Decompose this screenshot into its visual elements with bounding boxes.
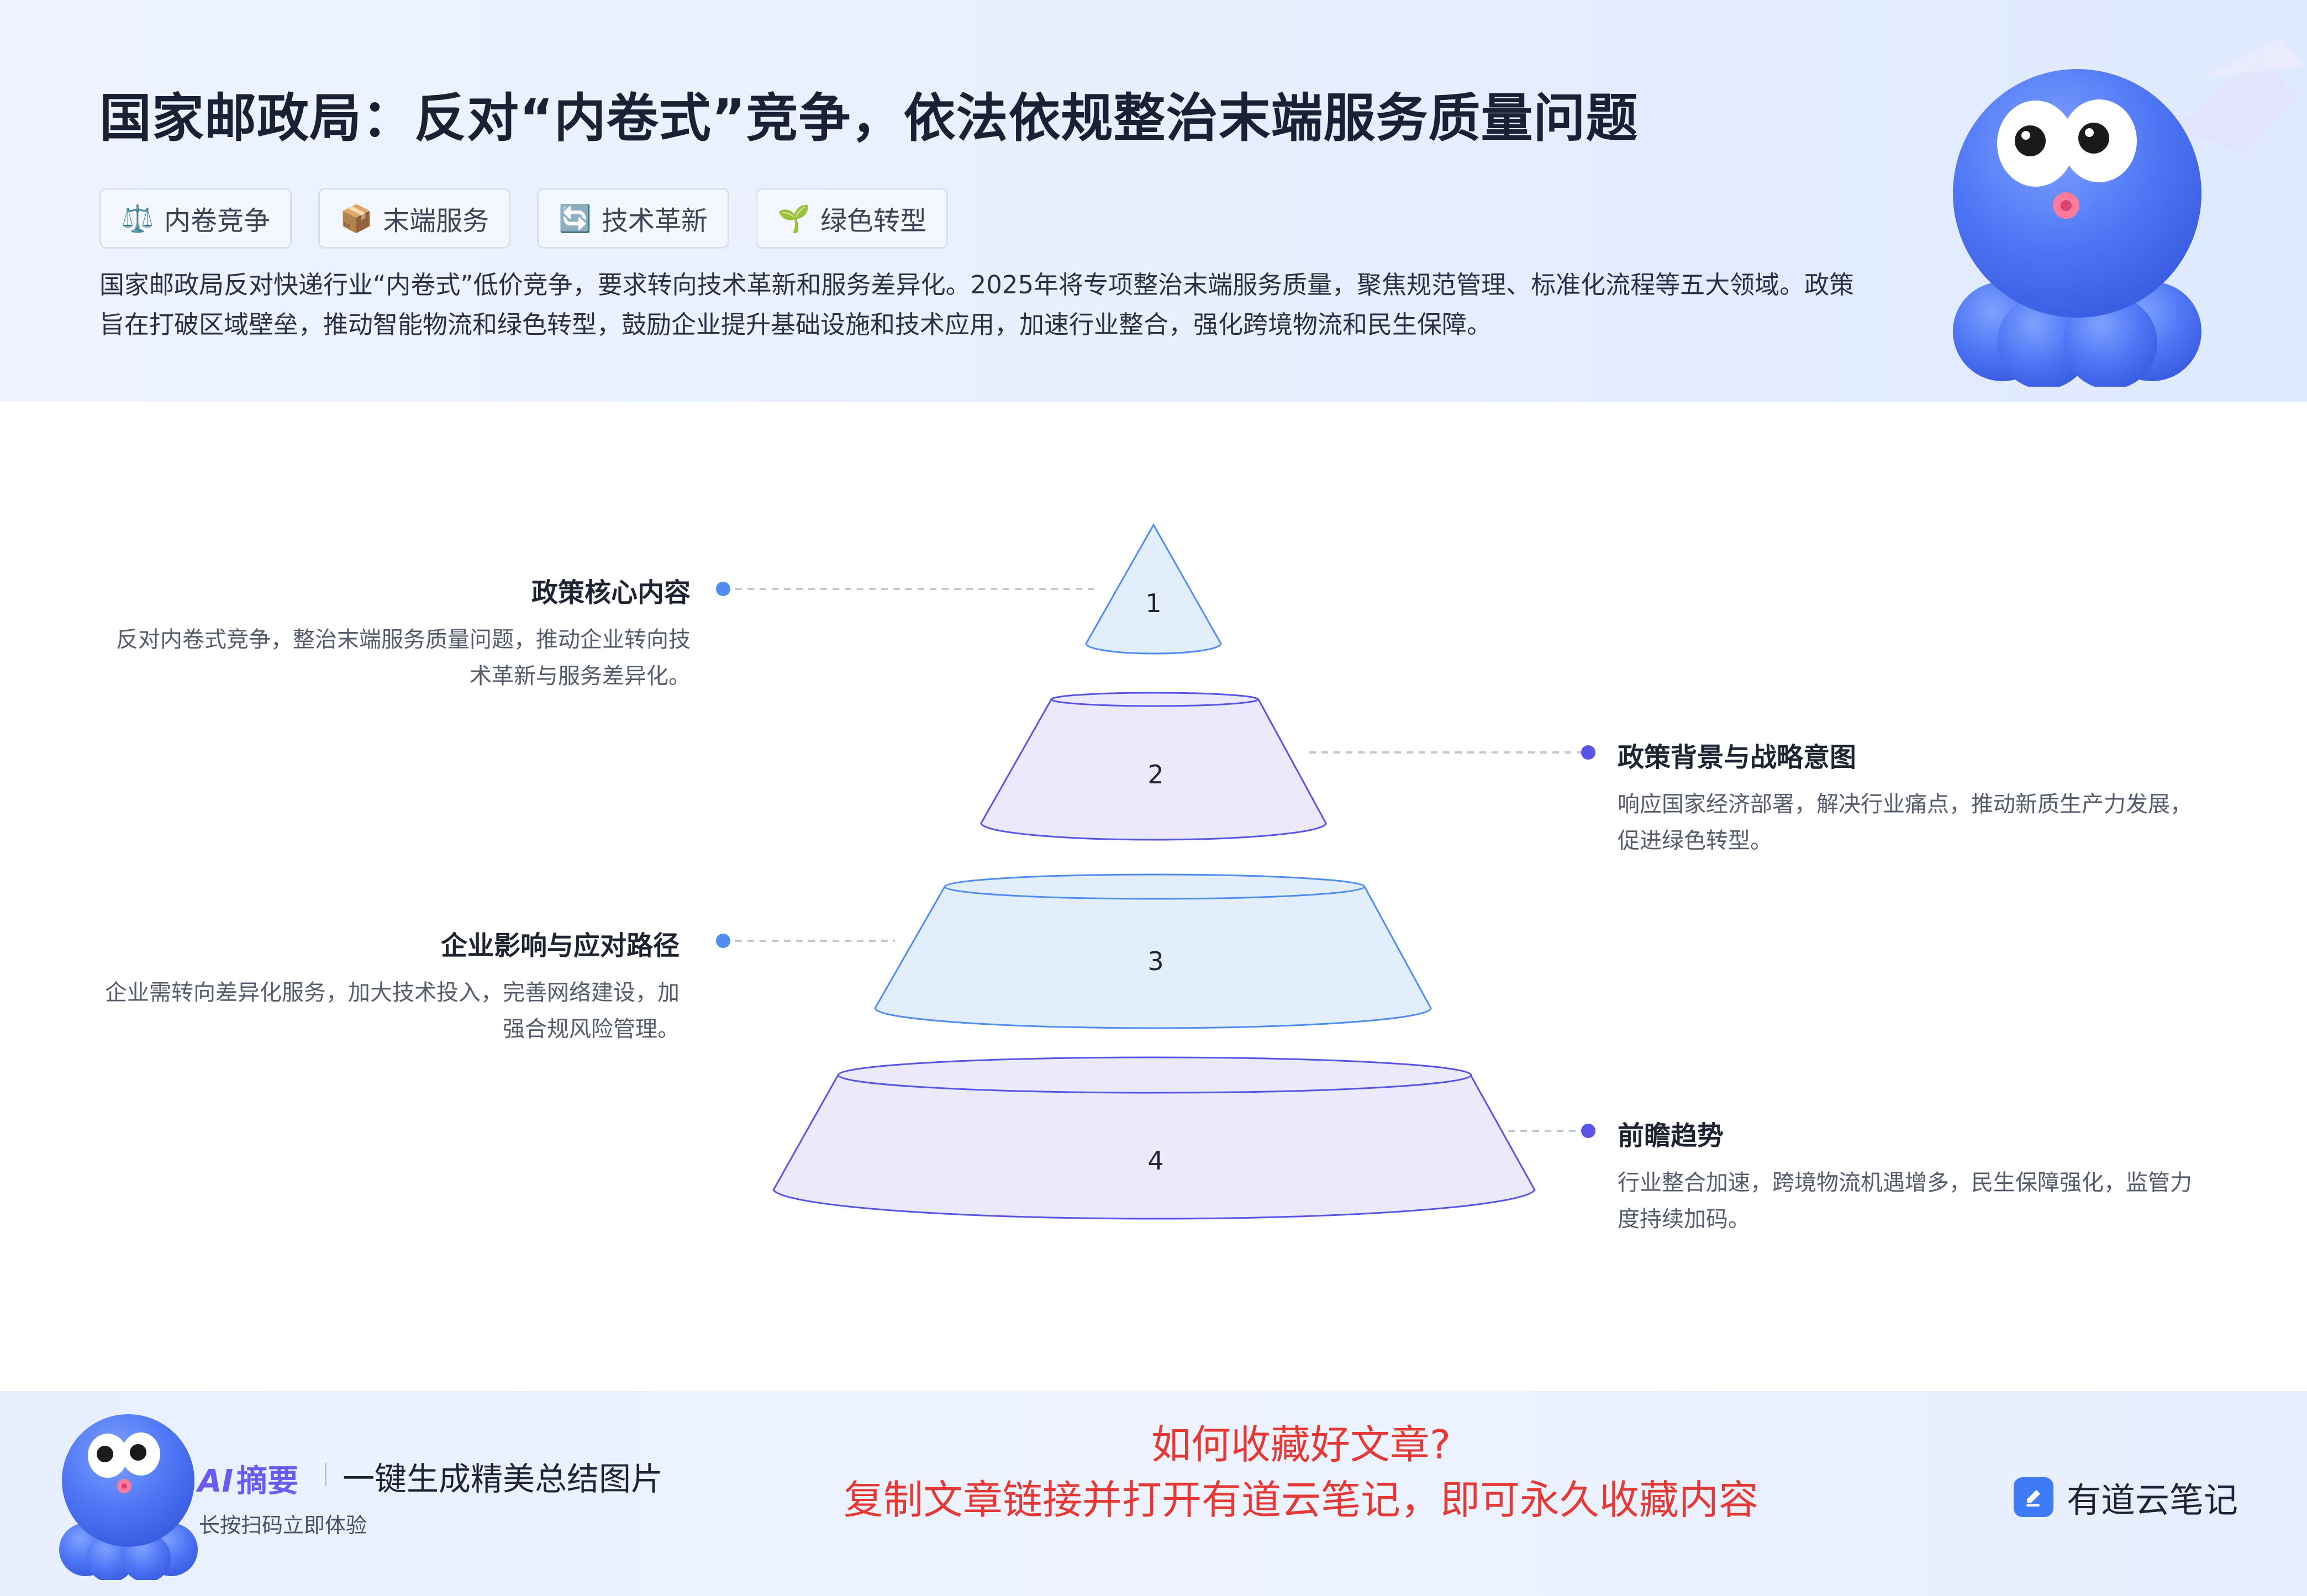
page-title: 国家邮政局：反对“内卷式”竞争，依法依规整治末端服务质量问题	[99, 88, 1639, 149]
tag-label: 末端服务	[383, 206, 489, 236]
header-banner: 国家邮政局：反对“内卷式”竞争，依法依规整治末端服务质量问题 ⚖️ 内卷竞争 📦…	[0, 0, 2307, 402]
label-policy-core: 政策核心内容 反对内卷式竞争，整治末端服务质量问题，推动企业转向技术革新与服务差…	[105, 571, 691, 694]
pyramid-level-4	[772, 1056, 1536, 1220]
decorative-shape-icon	[2177, 39, 2304, 155]
tag-last-mile[interactable]: 📦 末端服务	[318, 188, 511, 249]
pyramid-graphic: 1 2 3 4	[716, 523, 1595, 1220]
label-desc: 行业整合加速，跨境物流机遇增多，民生保障强化，监管力度持续加码。	[1618, 1170, 2192, 1232]
level-number-3: 3	[1147, 946, 1163, 976]
connector-dot-2	[1581, 745, 1595, 760]
tag-green[interactable]: 🌱 绿色转型	[756, 188, 949, 249]
pyramid-level-3	[874, 873, 1432, 1029]
note-pen-icon	[2014, 1477, 2053, 1517]
label-title: 政策核心内容	[531, 577, 691, 608]
refresh-icon: 🔄	[559, 203, 592, 234]
connector-dot-1	[716, 582, 730, 596]
tag-label: 技术革新	[602, 206, 708, 236]
label-desc: 企业需转向差异化服务，加大技术投入，完善网络建设，加强合规风险管理。	[105, 980, 680, 1042]
label-enterprise-impact: 企业影响与应对路径 企业需转向差异化服务，加大技术投入，完善网络建设，加强合规风…	[105, 924, 680, 1047]
octopus-mascot-icon	[1953, 69, 2201, 387]
footer-slogan: 一键生成精美总结图片	[343, 1460, 663, 1498]
level-number-2: 2	[1147, 760, 1163, 789]
label-title: 企业影响与应对路径	[440, 930, 680, 961]
level-number-1: 1	[1145, 588, 1161, 618]
label-title: 政策背景与战略意图	[1618, 742, 1857, 773]
pyramid-diagram: 1 2 3 4 政策核心内容 反对内卷式竞争，整治末端服务质量问题，推动企业转向…	[0, 402, 2307, 1391]
promo-text: 如何收藏好文章? 复制文章链接并打开有道云笔记，即可永久收藏内容	[762, 1417, 1840, 1527]
ai-label-zh: 摘要	[236, 1463, 299, 1499]
octopus-mascot-small-icon	[59, 1414, 198, 1580]
ai-label: AI	[198, 1463, 234, 1499]
connector-dot-3	[716, 934, 730, 948]
tag-tech[interactable]: 🔄 技术革新	[537, 188, 730, 249]
package-icon: 📦	[340, 203, 373, 234]
promo-line-2: 复制文章链接并打开有道云笔记，即可永久收藏内容	[843, 1477, 1758, 1523]
pyramid-level-2	[980, 692, 1327, 841]
label-desc: 反对内卷式竞争，整治末端服务质量问题，推动企业转向技术革新与服务差异化。	[116, 627, 691, 689]
label-title: 前瞻趋势	[1618, 1120, 1724, 1151]
level-number-4: 4	[1147, 1146, 1163, 1176]
scale-icon: ⚖️	[121, 203, 154, 234]
tag-label: 内卷竞争	[164, 206, 271, 236]
tag-list: ⚖️ 内卷竞争 📦 末端服务 🔄 技术革新 🌱 绿色转型	[99, 188, 949, 249]
brand-name: 有道云笔记	[2067, 1480, 2238, 1520]
seedling-icon: 🌱	[777, 203, 810, 234]
brand-logo[interactable]: 有道云笔记	[2014, 1472, 2238, 1522]
footer-scan-hint: 长按扫码立即体验	[199, 1513, 367, 1537]
label-future-trends: 前瞻趋势 行业整合加速，跨境物流机遇增多，民生保障强化，监管力度持续加码。	[1618, 1114, 2203, 1237]
connector-dot-4	[1581, 1124, 1595, 1138]
promo-line-1: 如何收藏好文章?	[1151, 1421, 1451, 1468]
pyramid-level-1	[1085, 523, 1222, 655]
footer-divider	[325, 1463, 326, 1486]
tag-label: 绿色转型	[820, 206, 927, 236]
label-policy-background: 政策背景与战略意图 响应国家经济部署，解决行业痛点，推动新质生产力发展，促进绿色…	[1618, 735, 2198, 859]
footer-bar	[0, 1391, 2307, 1596]
summary-text: 国家邮政局反对快递行业“内卷式”低价竞争，要求转向技术革新和服务差异化。2025…	[99, 270, 1855, 339]
label-desc: 响应国家经济部署，解决行业痛点，推动新质生产力发展，促进绿色转型。	[1618, 792, 2192, 854]
tag-involution[interactable]: ⚖️ 内卷竞争	[99, 188, 292, 249]
